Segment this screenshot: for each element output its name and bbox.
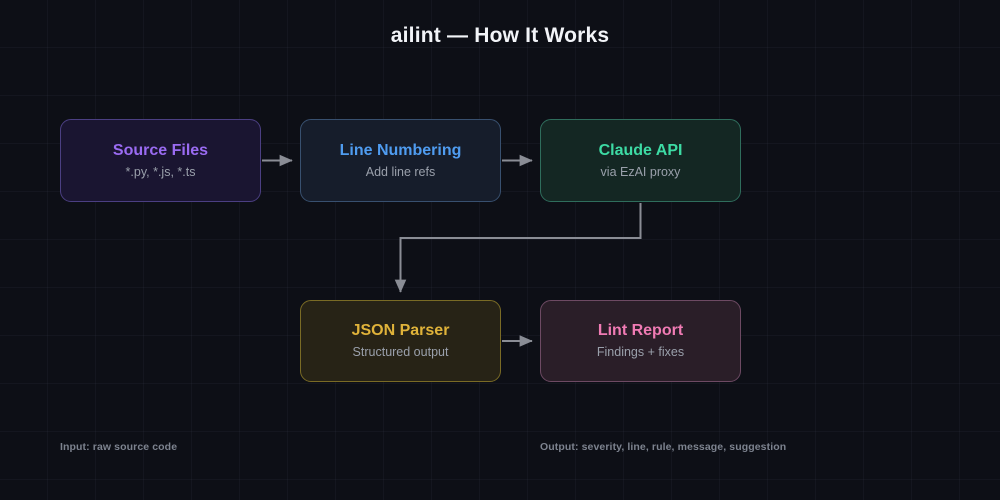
footnote-output: Output: severity, line, rule, message, s… [540, 441, 787, 453]
node-line-numbering-subtitle: Add line refs [365, 164, 436, 179]
node-lint-report-title: Lint Report [597, 322, 684, 340]
node-json-parser[interactable]: JSON Parser Structured output [300, 300, 501, 382]
node-json-parser-title: JSON Parser [351, 322, 450, 340]
node-lint-report[interactable]: Lint Report Findings + fixes [540, 300, 741, 382]
node-claude-api[interactable]: Claude API via EzAI proxy [540, 119, 741, 202]
node-line-numbering[interactable]: Line Numbering Add line refs [300, 119, 501, 202]
node-source-files[interactable]: Source Files *.py, *.js, *.ts [60, 119, 261, 202]
node-source-files-subtitle: *.py, *.js, *.ts [125, 164, 196, 179]
footnote-input: Input: raw source code [60, 441, 178, 453]
node-source-files-title: Source Files [112, 141, 209, 159]
arrow-claude-to-json [394, 203, 642, 293]
node-line-numbering-title: Line Numbering [339, 141, 462, 159]
node-claude-api-title: Claude API [598, 141, 683, 159]
page-title: ailint — How It Works [390, 24, 610, 47]
node-lint-report-subtitle: Findings + fixes [596, 345, 685, 360]
node-claude-api-subtitle: via EzAI proxy [600, 164, 681, 179]
node-json-parser-subtitle: Structured output [352, 345, 449, 360]
